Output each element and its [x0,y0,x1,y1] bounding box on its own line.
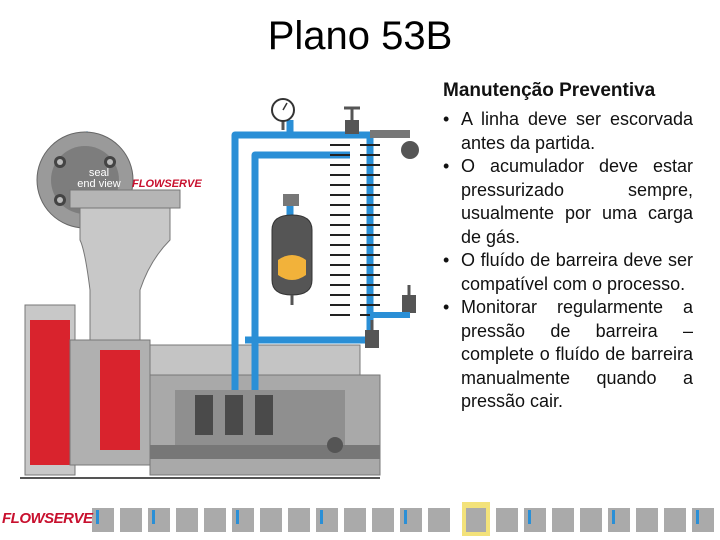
isolation-valve-icon [365,320,379,348]
valve-icon [344,106,360,134]
diagram-brand-logo: FLOWSERVE [132,178,202,190]
pump-casing [20,189,381,479]
drain-valve-icon [370,285,416,318]
bullet-list: A linha deve ser escorvada antes da part… [443,108,693,414]
section-heading: Manutenção Preventiva [443,80,656,101]
fill-valve-icon [370,130,419,159]
bullet-item: Monitorar regularmente a pressão de barr… [443,296,693,414]
footer-logo: FLOWSERVE [2,510,93,527]
accumulator [271,194,313,305]
slide-title: Plano 53B [267,14,453,58]
bullet-item: O fluído de barreira deve ser compatível… [443,249,693,296]
bullet-item: O acumulador deve estar pressurizado sem… [443,155,693,249]
seal-end-view-label: seal end view [77,167,121,190]
plan-thumbnail-strip [92,502,714,536]
bullet-item: A linha deve ser escorvada antes da part… [443,108,693,155]
pressure-gauge-icon [271,98,295,130]
cooling-fins [330,144,380,316]
plan-53b-diagram [20,98,419,479]
